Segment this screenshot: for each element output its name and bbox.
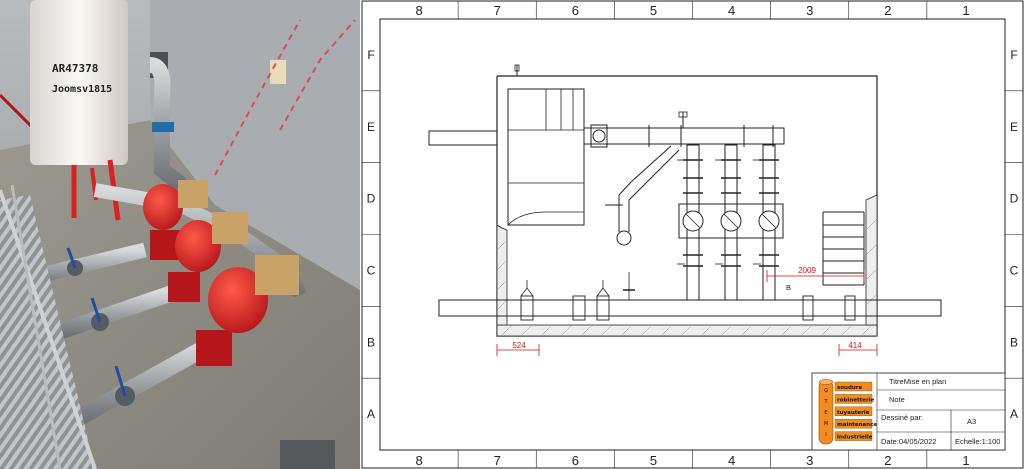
grid-column-1-top: 1: [962, 3, 969, 18]
pump-2: [168, 212, 248, 302]
pump-column-2: [715, 144, 742, 301]
red-bar: [0, 93, 37, 132]
section-label-b: B: [786, 283, 791, 292]
grid-column-7-top: 7: [494, 3, 501, 18]
upper-pipe: [428, 111, 785, 148]
logo-lines: soudure robinetterie tuyauterie maintenance…: [834, 381, 877, 441]
title-block-drawn-by: Dessiné par:: [881, 413, 923, 422]
grid-column-2-bottom: 2: [884, 453, 891, 468]
wall-light: [270, 60, 286, 84]
dimension-2009-label: 2009: [798, 266, 816, 275]
grid-row-C-right: C: [1010, 263, 1019, 277]
grid-row-D-left: D: [367, 192, 376, 206]
pump-3: [196, 255, 299, 366]
pump-room-photo: AR47378 Joomsv1815: [0, 0, 360, 469]
pump-1: [143, 180, 208, 260]
grid-row-B-left: B: [367, 335, 375, 349]
logo-line-2: robinetterie: [837, 397, 875, 403]
grid-row-D-right: D: [1010, 192, 1019, 206]
barrier-tape: [279, 19, 356, 131]
blue-coupling: [152, 122, 174, 132]
grid-row-B-right: B: [1010, 335, 1018, 349]
grid-column-7-bottom: 7: [494, 453, 501, 468]
grid-row-A-right: A: [1010, 407, 1018, 421]
pump-column-3: [753, 144, 780, 301]
water-tank: [30, 0, 128, 165]
logo-letter: E: [824, 410, 827, 416]
title-block-scale: Echelle:1:100: [955, 437, 1000, 446]
grid-row-C-left: C: [367, 263, 376, 277]
logo-line-5: industrielle: [837, 435, 873, 441]
grid-column-1-bottom: 1: [962, 453, 969, 468]
riser-pipe: [148, 57, 187, 192]
grid-row-A-left: A: [367, 407, 375, 421]
pump-column-1: [677, 144, 704, 301]
grid-column-5-top: 5: [650, 3, 657, 18]
suction-pipe-3: [70, 337, 215, 428]
dimension-524: 524: [496, 341, 540, 356]
grid-column-3-top: 3: [806, 3, 813, 18]
lower-pipe: [438, 272, 942, 321]
right-wall: [150, 0, 360, 290]
grid-column-8-top: 8: [415, 3, 422, 18]
title-block-note: Note: [889, 395, 905, 404]
grid-row-F-left: F: [367, 48, 374, 62]
ladder: [822, 211, 865, 286]
logo-line-3: tuyauterie: [837, 410, 870, 416]
tank-plan: [507, 88, 585, 226]
title-block-format: A3: [967, 417, 976, 426]
suction-pipe-2: [47, 284, 178, 343]
logo-line-4: maintenance: [837, 422, 877, 428]
valve-handle: [114, 365, 127, 397]
grid-column-6-bottom: 6: [572, 453, 579, 468]
valve-handle: [90, 297, 102, 323]
handrail: [0, 189, 97, 469]
logo-letter: T: [823, 399, 828, 405]
grid-row-F-right: F: [1010, 48, 1017, 62]
dimension-414-label: 414: [848, 341, 862, 350]
handrail: [10, 184, 62, 469]
dimension-2009: 2009: [766, 266, 865, 282]
dimension-414: 414: [838, 341, 878, 356]
grid-column-3-bottom: 3: [806, 453, 813, 468]
logo-letter: M: [824, 421, 828, 427]
photo-illustration: AR47378 Joomsv1815: [0, 0, 360, 469]
barrier-tape: [214, 19, 301, 176]
title-block-title: TitreMise en plan: [889, 377, 946, 386]
logo-line-1: soudure: [837, 385, 863, 391]
bent-pipe: [605, 145, 680, 246]
grid-column-5-bottom: 5: [650, 453, 657, 468]
logo-letter: I: [825, 432, 826, 438]
grid-column-2-top: 2: [884, 3, 891, 18]
grid-column-6-top: 6: [572, 3, 579, 18]
grid-row-E-right: E: [1010, 120, 1018, 134]
grid-column-8-bottom: 8: [415, 453, 422, 468]
title-block-date: Date:04/05/2022: [881, 437, 936, 446]
tank-label-line-2: Joomsv1815: [52, 84, 112, 95]
pump-frame: [678, 203, 784, 239]
logo-letter: G: [824, 388, 828, 394]
floor-plate: [280, 440, 335, 469]
pump-columns: [677, 144, 784, 301]
grid-column-4-top: 4: [728, 3, 735, 18]
valve-handle: [66, 247, 77, 269]
tank-label-line-1: AR47378: [52, 62, 98, 75]
dimension-524-label: 524: [512, 341, 526, 350]
grid-row-E-left: E: [367, 120, 375, 134]
grid-column-4-bottom: 4: [728, 453, 735, 468]
